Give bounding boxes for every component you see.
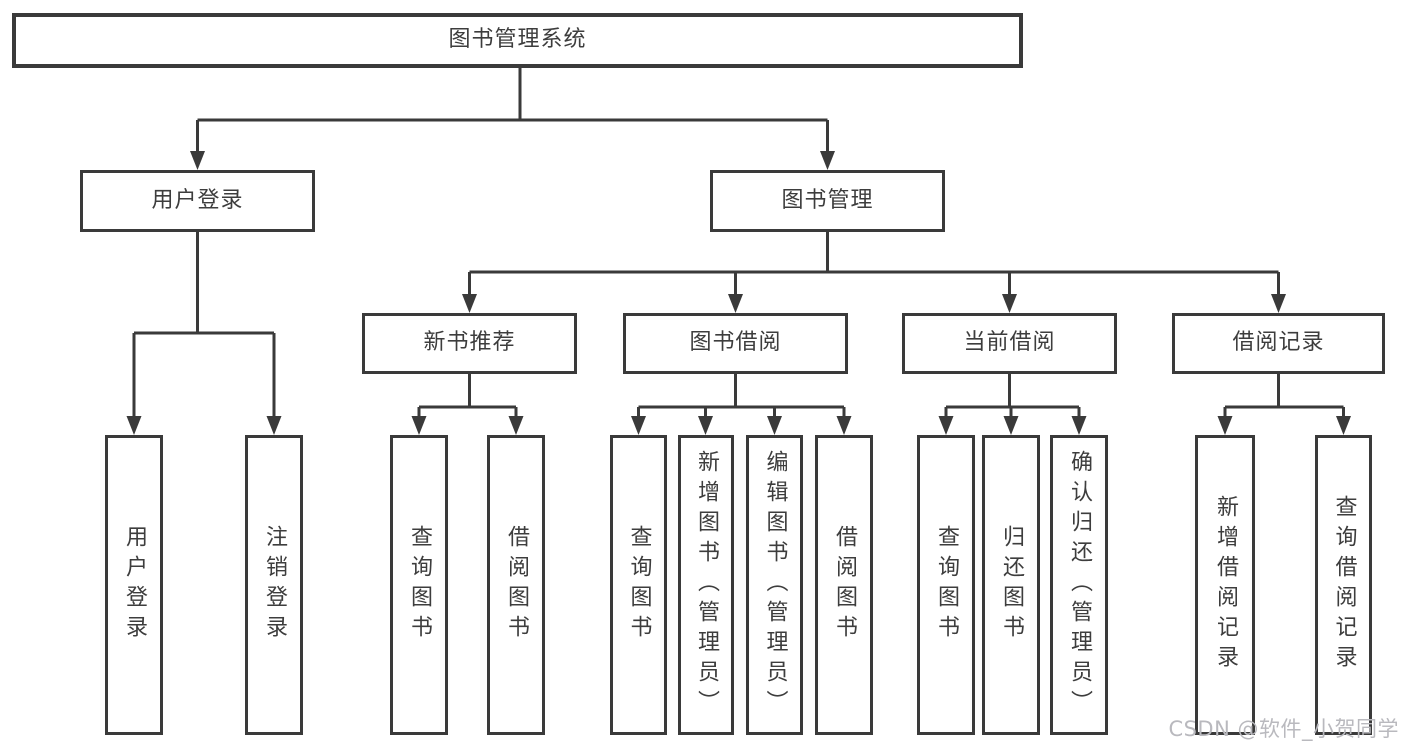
node-book-management: 图书管理 — [710, 170, 945, 232]
leaf-bb-borrow-books: 借阅图书 — [815, 435, 873, 735]
connector-newbookrec-to-leaves — [411, 374, 524, 435]
connector-userlogin-to-leaves — [126, 232, 282, 435]
node-book-borrow: 图书借阅 — [623, 313, 848, 374]
leaf-cb-confirm-return-admin: 确认归还（管理员） — [1050, 435, 1108, 735]
arrowhead-icon — [1002, 294, 1017, 313]
arrowhead-icon — [462, 294, 477, 313]
node-borrow-records-label: 借阅记录 — [1232, 330, 1325, 356]
connector-currentborrow-to-leaves — [938, 374, 1087, 435]
leaf-nbr-query-books: 查询图书 — [390, 435, 448, 735]
leaf-br-add-record: 新增借阅记录 — [1195, 435, 1255, 735]
node-root-label: 图书管理系统 — [448, 27, 587, 53]
node-book-management-label: 图书管理 — [781, 187, 874, 213]
leaf-cb-confirm-return-admin-label: 确认归还（管理员） — [1067, 450, 1092, 720]
node-user-login-label: 用户登录 — [151, 187, 244, 213]
leaf-logout: 注销登录 — [245, 435, 303, 735]
node-current-borrow: 当前借阅 — [902, 313, 1117, 374]
node-root: 图书管理系统 — [12, 13, 1023, 68]
leaf-nbr-borrow-books-label: 借阅图书 — [504, 525, 529, 645]
arrowhead-icon — [631, 416, 646, 435]
arrowhead-icon — [1071, 416, 1087, 435]
arrowhead-icon — [836, 416, 852, 435]
leaf-cb-query-books-label: 查询图书 — [934, 525, 959, 645]
connector-bookmgmt-to-level3 — [462, 232, 1286, 313]
leaf-bb-edit-books-admin: 编辑图书（管理员） — [746, 435, 803, 735]
leaf-br-query-record-label: 查询借阅记录 — [1331, 495, 1357, 675]
arrowhead-icon — [938, 416, 954, 435]
connector-bookborrow-to-leaves — [631, 374, 852, 435]
arrowhead-icon — [698, 416, 713, 435]
arrowhead-icon — [767, 416, 782, 435]
node-user-login: 用户登录 — [80, 170, 315, 232]
node-book-borrow-label: 图书借阅 — [689, 330, 782, 356]
leaf-user-login-label: 用户登录 — [122, 525, 147, 645]
leaf-cb-return-books-label: 归还图书 — [999, 525, 1024, 645]
node-new-book-recommend: 新书推荐 — [362, 313, 577, 374]
node-borrow-records: 借阅记录 — [1172, 313, 1385, 374]
leaf-nbr-query-books-label: 查询图书 — [407, 525, 432, 645]
arrowhead-icon — [728, 294, 743, 313]
connector-borrowrecords-to-leaves — [1217, 374, 1351, 435]
leaf-bb-borrow-books-label: 借阅图书 — [832, 525, 857, 645]
leaf-br-add-record-label: 新增借阅记录 — [1213, 495, 1238, 675]
leaf-cb-query-books: 查询图书 — [917, 435, 975, 735]
arrowhead-icon — [190, 151, 205, 170]
leaf-bb-query-books-label: 查询图书 — [626, 525, 652, 645]
arrowhead-icon — [1336, 416, 1351, 435]
leaf-bb-query-books: 查询图书 — [610, 435, 667, 735]
leaf-cb-return-books: 归还图书 — [982, 435, 1040, 735]
leaf-logout-label: 注销登录 — [262, 525, 287, 645]
arrowhead-icon — [820, 151, 835, 170]
arrowhead-icon — [508, 416, 524, 435]
arrowhead-icon — [266, 416, 282, 435]
arrowhead-icon — [1217, 416, 1233, 435]
leaf-bb-edit-books-admin-label: 编辑图书（管理员） — [762, 450, 788, 720]
arrowhead-icon — [1003, 416, 1019, 435]
connector-root-to-level2 — [190, 68, 835, 170]
csdn-watermark: CSDN @软件_小贺同学 — [1168, 717, 1399, 741]
leaf-br-query-record: 查询借阅记录 — [1315, 435, 1372, 735]
leaf-user-login: 用户登录 — [105, 435, 163, 735]
leaf-bb-add-books-admin-label: 新增图书（管理员） — [694, 450, 719, 720]
node-current-borrow-label: 当前借阅 — [963, 330, 1056, 356]
leaf-bb-add-books-admin: 新增图书（管理员） — [678, 435, 734, 735]
arrowhead-icon — [411, 416, 427, 435]
arrowhead-icon — [126, 416, 142, 435]
leaf-nbr-borrow-books: 借阅图书 — [487, 435, 545, 735]
node-new-book-recommend-label: 新书推荐 — [423, 330, 516, 356]
arrowhead-icon — [1271, 294, 1286, 313]
